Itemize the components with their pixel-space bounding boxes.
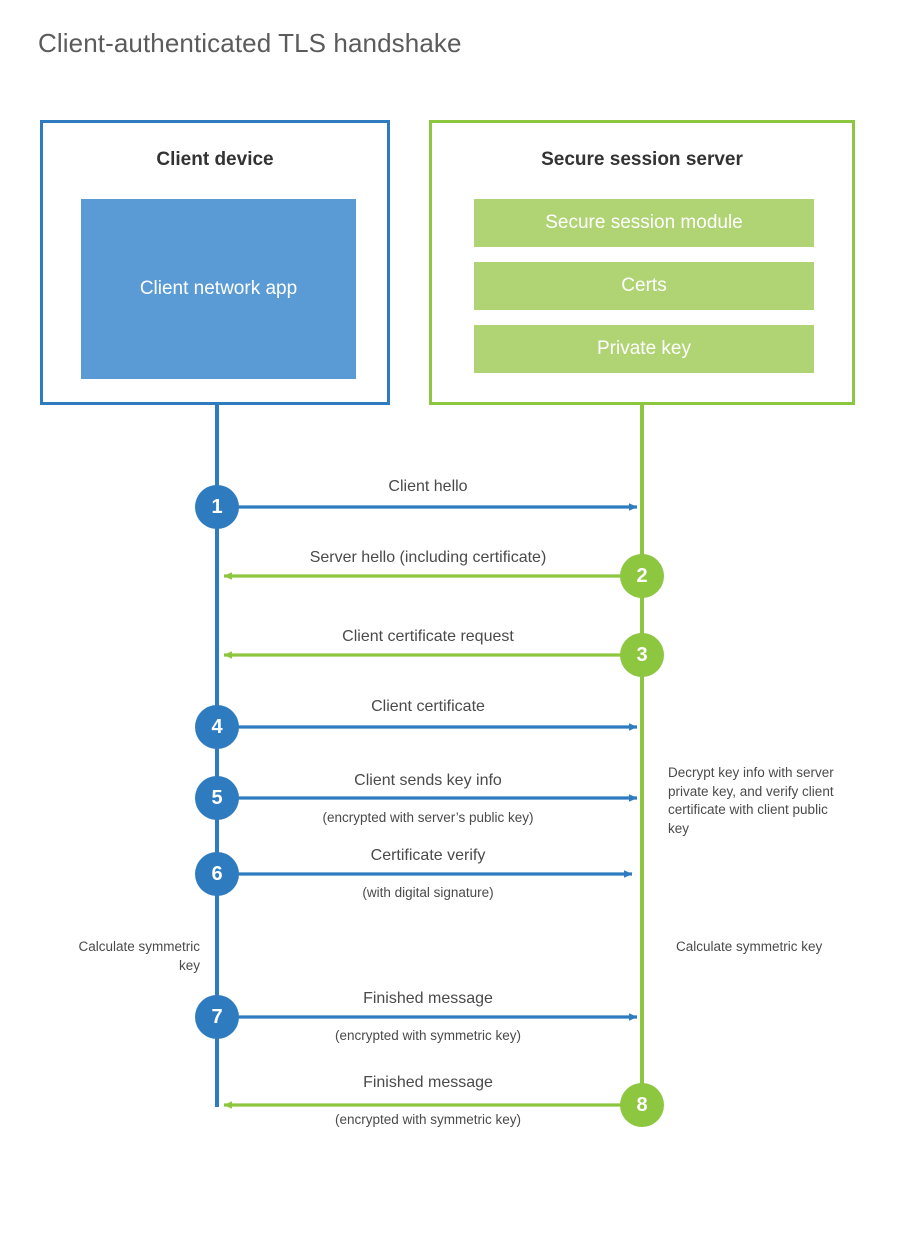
server-component-certs: Certs bbox=[474, 262, 814, 310]
message-label-3: Client certificate request bbox=[342, 628, 514, 645]
step-badge-3[interactable]: 3 bbox=[620, 633, 664, 677]
step-badge-7[interactable]: 7 bbox=[195, 995, 239, 1039]
step-badge-4[interactable]: 4 bbox=[195, 705, 239, 749]
note-server-decrypt: Decrypt key info with server private key… bbox=[668, 765, 834, 836]
message-label-7: Finished message bbox=[363, 990, 493, 1007]
page-title: Client-authenticated TLS handshake bbox=[38, 28, 462, 58]
message-label-2: Server hello (including certificate) bbox=[309, 549, 547, 566]
message-sublabel-6: (with digital signature) bbox=[362, 885, 494, 900]
step-badge-5[interactable]: 5 bbox=[195, 776, 239, 820]
message-sublabel-7: (encrypted with symmetric key) bbox=[334, 1028, 522, 1043]
step-badge-8[interactable]: 8 bbox=[620, 1083, 664, 1127]
message-sublabel-5: (encrypted with server’s public key) bbox=[322, 810, 534, 825]
client-device-box: Client device Client network app bbox=[40, 120, 390, 405]
client-network-app-block: Client network app bbox=[81, 199, 356, 379]
message-label-4: Client certificate bbox=[371, 698, 485, 715]
message-sublabel-8: (encrypted with symmetric key) bbox=[334, 1112, 522, 1127]
step-badge-1[interactable]: 1 bbox=[195, 485, 239, 529]
server-component-secure-session-module: Secure session module bbox=[474, 199, 814, 247]
step-badge-6[interactable]: 6 bbox=[195, 852, 239, 896]
step-badge-2[interactable]: 2 bbox=[620, 554, 664, 598]
server-component-private-key: Private key bbox=[474, 325, 814, 373]
secure-session-server-box: Secure session server Secure session mod… bbox=[429, 120, 855, 405]
message-label-6: Certificate verify bbox=[370, 847, 486, 864]
note-client-calculate-symmetric-key: Calculate symmetric key bbox=[78, 939, 200, 973]
client-device-title: Client device bbox=[156, 149, 274, 170]
message-label-1: Client hello bbox=[388, 478, 468, 495]
message-label-5: Client sends key info bbox=[354, 772, 502, 789]
note-server-calculate-symmetric-key: Calculate symmetric key bbox=[676, 939, 823, 954]
server-title: Secure session server bbox=[541, 149, 743, 170]
message-label-8: Finished message bbox=[363, 1074, 493, 1091]
